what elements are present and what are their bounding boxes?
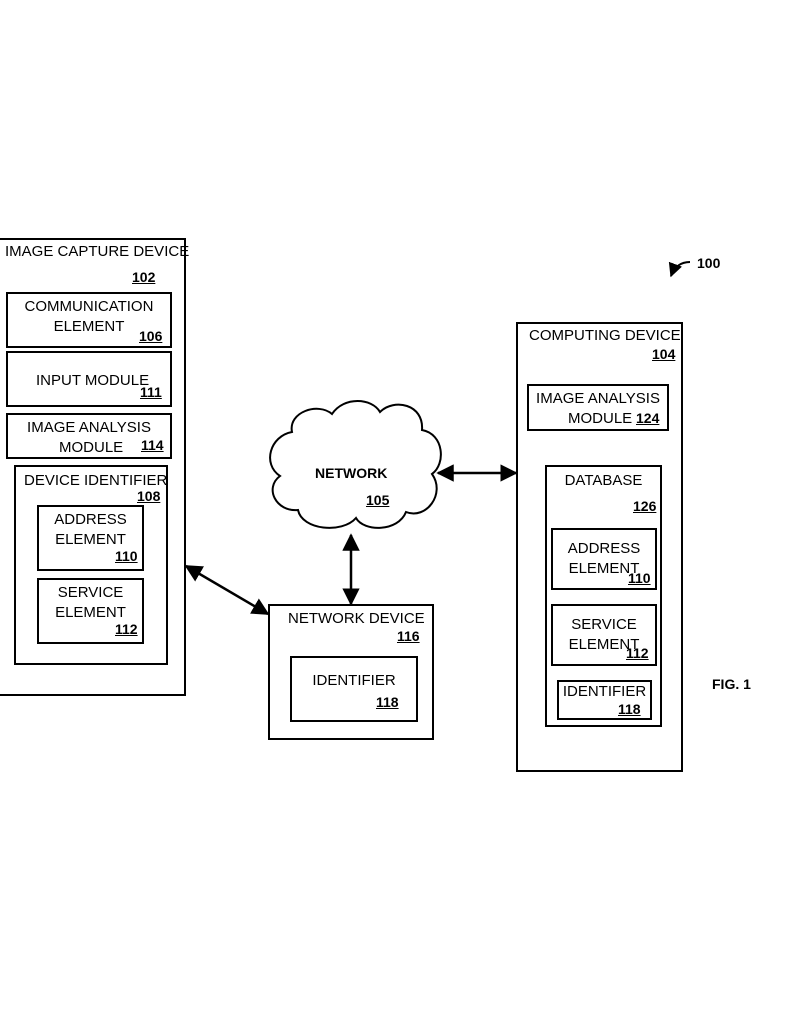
service-element-db-ref: 112 xyxy=(626,645,649,661)
service-element-db-line1: SERVICE xyxy=(571,616,637,633)
image-analysis-module-114-ref: 114 xyxy=(141,437,164,453)
image-analysis-module-124-ref: 124 xyxy=(636,410,660,426)
network-label: NETWORK xyxy=(315,465,388,481)
address-element-db-line2: ELEMENT xyxy=(568,560,640,577)
image-analysis-module-124 xyxy=(527,384,669,431)
address-element-db-line1: ADDRESS xyxy=(567,540,641,557)
address-element-icd-ref: 110 xyxy=(115,548,138,564)
link-icd-network-device xyxy=(184,564,270,616)
service-element-icd xyxy=(37,578,144,644)
address-element-db-ref: 110 xyxy=(628,570,651,586)
network-cloud xyxy=(269,400,442,529)
communication-element xyxy=(6,292,172,348)
input-module-label: INPUT MODULE xyxy=(36,372,150,389)
image-analysis-module-114-line1: IMAGE ANALYSIS xyxy=(27,419,151,436)
identifier-db xyxy=(557,680,652,720)
address-element-icd-line2: ELEMENT xyxy=(55,531,126,548)
address-element-icd xyxy=(37,505,144,571)
service-element-db xyxy=(551,604,657,666)
database-ref: 126 xyxy=(633,498,657,514)
database-title: DATABASE xyxy=(564,472,643,489)
communication-element-line1: COMMUNICATION xyxy=(24,298,154,315)
image-analysis-module-124-line2: MODULE xyxy=(568,410,633,427)
service-element-db-line2: ELEMENT xyxy=(568,636,640,653)
computing-device-ref: 104 xyxy=(652,346,676,362)
figure-label: FIG. 1 xyxy=(712,676,751,692)
device-identifier-ref: 108 xyxy=(137,488,161,504)
image-analysis-module-114-line2: MODULE xyxy=(59,439,124,456)
input-module-ref: 111 xyxy=(140,384,162,400)
identifier-db-ref: 118 xyxy=(618,701,641,717)
service-element-icd-ref: 112 xyxy=(115,621,138,637)
address-element-db xyxy=(551,528,657,590)
identifier-network-device-ref: 118 xyxy=(376,694,399,710)
identifier-db-label: IDENTIFIER xyxy=(562,683,647,700)
service-element-icd-line2: ELEMENT xyxy=(55,604,126,621)
image-analysis-module-124-line1: IMAGE ANALYSIS xyxy=(536,390,660,407)
service-element-icd-line1: SERVICE xyxy=(57,584,124,601)
network-device-title: NETWORK DEVICE xyxy=(288,610,425,627)
figure-ref-arrow xyxy=(668,261,691,278)
address-element-icd-line1: ADDRESS xyxy=(54,511,127,528)
communication-element-line2: ELEMENT xyxy=(53,318,125,335)
identifier-network-device xyxy=(290,656,418,722)
image-capture-device-ref: 102 xyxy=(132,269,156,285)
computing-device-title: COMPUTING DEVICE xyxy=(529,327,681,344)
image-capture-device-title: IMAGE CAPTURE DEVICE xyxy=(5,243,190,260)
network-ref: 105 xyxy=(366,492,390,508)
input-module xyxy=(6,351,172,407)
image-analysis-module-114 xyxy=(6,413,172,459)
network-device-ref: 116 xyxy=(397,628,420,644)
figure-ref: 100 xyxy=(697,255,721,271)
identifier-network-device-label: IDENTIFIER xyxy=(312,672,396,689)
communication-element-ref: 106 xyxy=(139,328,163,344)
device-identifier-title: DEVICE IDENTIFIER xyxy=(24,472,168,489)
